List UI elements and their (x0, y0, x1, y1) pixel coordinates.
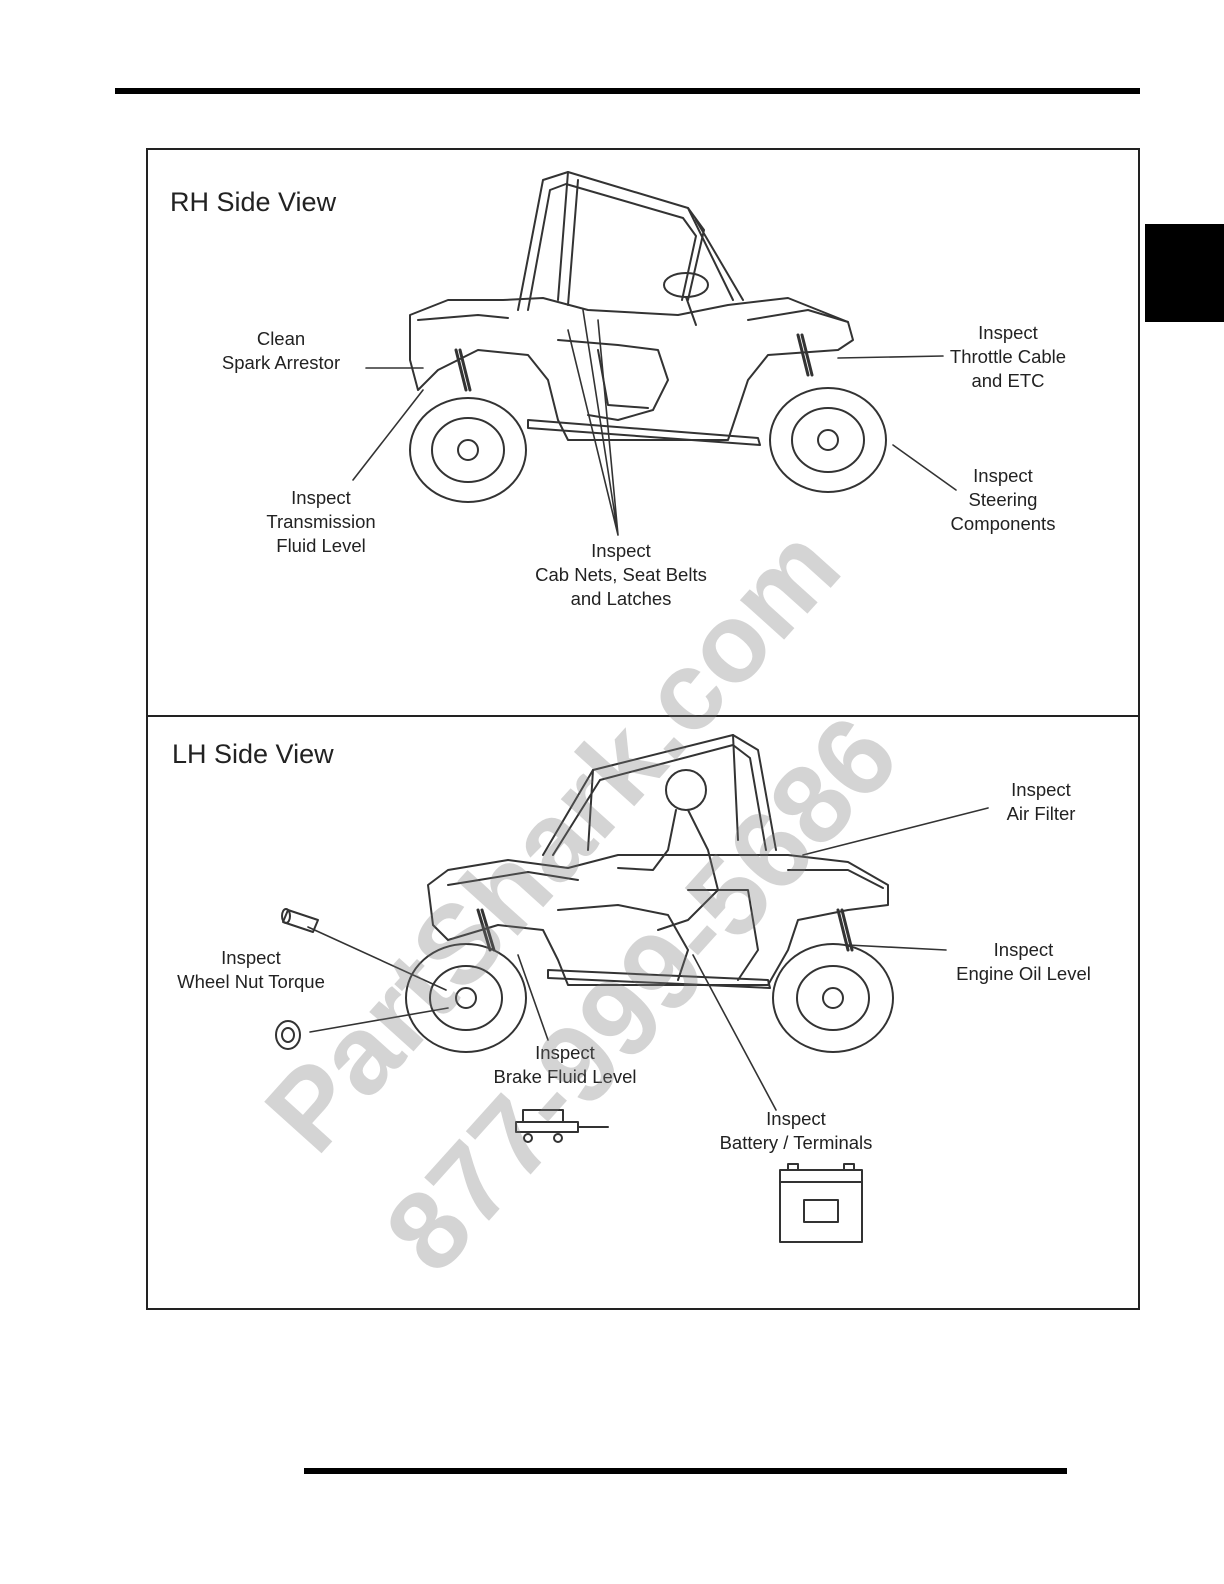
header-rule (115, 88, 1140, 94)
label-inspect-battery: Inspect Battery / Terminals (719, 1108, 873, 1153)
label-inspect-throttle: Inspect Throttle Cable and ETC (949, 322, 1067, 391)
chapter-tab (1145, 224, 1224, 322)
footer-rule (304, 1468, 1067, 1474)
rh-vehicle-drawing (352, 171, 957, 536)
master-cylinder-icon (515, 1109, 609, 1143)
label-inspect-wheel-nut: Inspect Wheel Nut Torque (177, 947, 325, 992)
label-inspect-air-filter: Inspect Air Filter (1006, 779, 1076, 824)
rh-side-view-title: RH Side View (170, 187, 337, 217)
label-inspect-cab-nets: Inspect Cab Nets, Seat Belts and Latches (535, 540, 707, 609)
label-inspect-transmission: Inspect Transmission Fluid Level (266, 487, 376, 556)
lug-nut-icon (275, 1020, 301, 1050)
label-inspect-brake-fluid: Inspect Brake Fluid Level (493, 1042, 637, 1087)
label-inspect-engine-oil: Inspect Engine Oil Level (956, 939, 1091, 984)
lh-side-view-title: LH Side View (172, 739, 334, 769)
lug-sleeve-icon (281, 908, 319, 933)
panel-divider (148, 715, 1138, 717)
label-clean-spark-arrestor: Clean Spark Arrestor (221, 328, 341, 373)
battery-icon (779, 1163, 863, 1243)
diagram-frame: RH Side View Clean Spark Arrestor Inspec… (146, 148, 1140, 1310)
label-inspect-steering: Inspect Steering Components (950, 465, 1056, 534)
lh-vehicle-drawing (275, 734, 989, 1243)
vehicle-illustrations (275, 171, 989, 1243)
